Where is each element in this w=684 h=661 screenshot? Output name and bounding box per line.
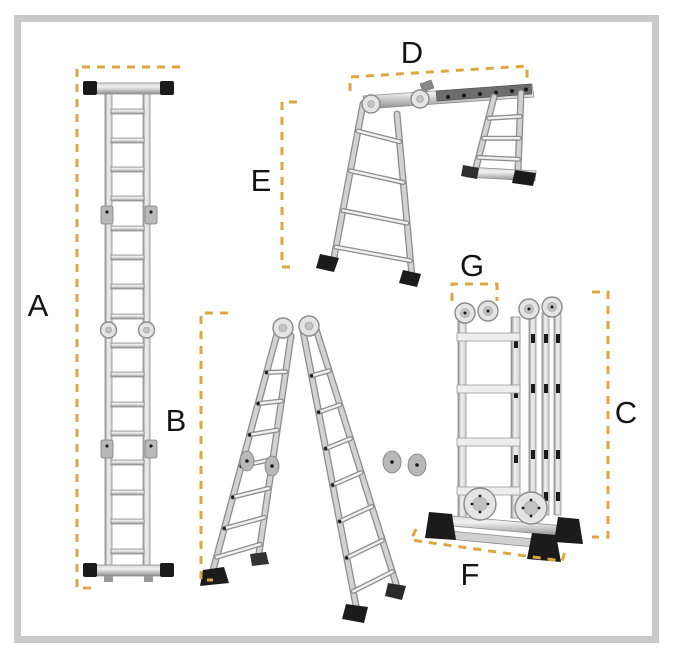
folded-steps [456, 332, 521, 496]
bottom-round-hinges [463, 487, 548, 525]
dimension-line-c [592, 290, 610, 539]
ladder-view-extended [83, 81, 174, 582]
dimension-line-d [348, 64, 529, 91]
dimension-label-d: D [401, 35, 423, 70]
latch-hinges [100, 205, 158, 459]
dimension-line-g [450, 282, 499, 301]
dimension-label-g: G [460, 248, 484, 283]
rubber-foot [250, 552, 269, 566]
dimension-line-b [199, 311, 228, 582]
ladder-view-a-frame [200, 315, 427, 623]
dimension-label-c: C [615, 395, 637, 430]
ladder-view-scaffold [316, 79, 537, 287]
rubber-foot [399, 270, 421, 287]
end-cap [160, 563, 174, 577]
rubber-foot [512, 170, 536, 186]
center-round-hinges [99, 321, 156, 339]
rubber-foot [554, 517, 583, 544]
rubber-foot [342, 604, 368, 623]
dimension-line-a [75, 65, 180, 590]
ladder-rungs [110, 108, 145, 555]
knee-latch-hinges [239, 450, 427, 477]
end-cap [83, 81, 97, 95]
dimension-label-b: B [166, 403, 187, 438]
end-cap [83, 563, 97, 577]
dimension-line-f [408, 528, 568, 563]
rubber-foot [200, 567, 229, 586]
perforated-strip [435, 83, 533, 102]
ladder-view-folded [425, 296, 583, 562]
border-frame [14, 15, 659, 643]
rubber-foot [527, 533, 561, 562]
dimension-label-f: F [461, 557, 480, 592]
rubber-foot [461, 165, 479, 179]
rubber-foot [425, 512, 456, 540]
rubber-foot [385, 583, 406, 600]
top-clip [419, 79, 435, 93]
dimension-label-e: E [251, 163, 272, 198]
rubber-foot [316, 254, 339, 272]
top-round-hinges [454, 296, 563, 324]
dimension-line-e [280, 100, 297, 269]
rail-rivets [222, 370, 349, 560]
dimension-label-a: A [28, 288, 49, 323]
end-cap [160, 81, 174, 95]
